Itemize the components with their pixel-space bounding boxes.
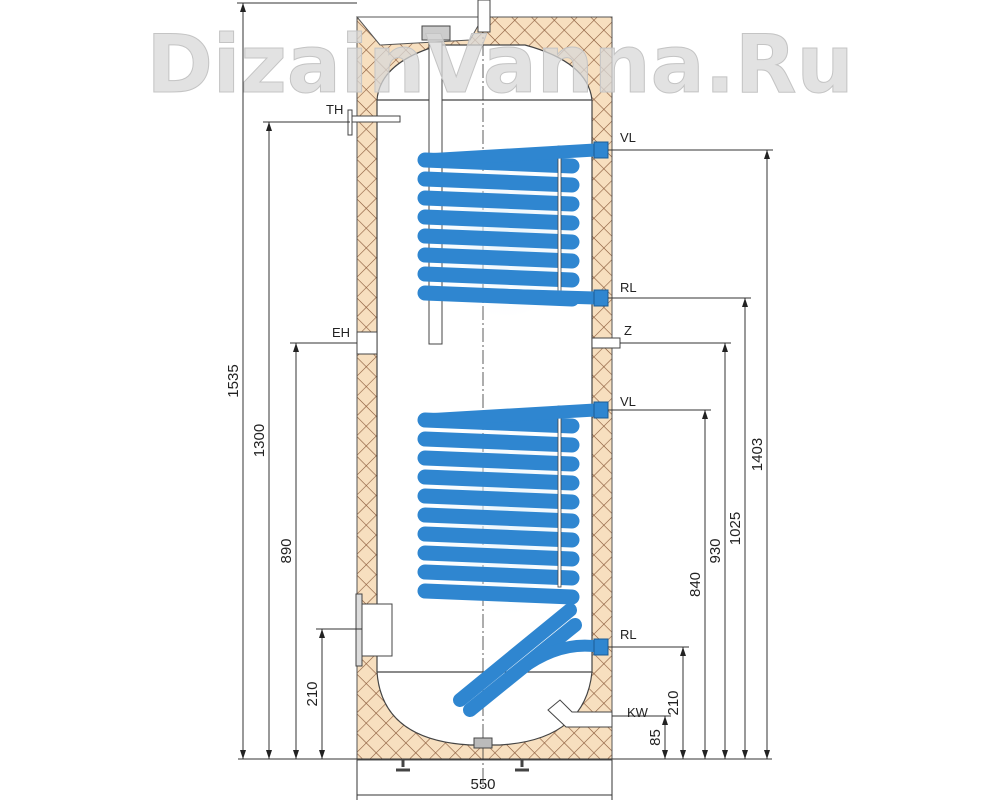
upper-heat-exchanger-coil [417, 141, 609, 317]
coil-outlet [516, 639, 602, 675]
flange-plate [355, 593, 363, 667]
dimension-value: 210 [665, 690, 682, 715]
inlet-connector [593, 401, 609, 419]
coil-support-bar [557, 405, 562, 588]
inspection-flange [361, 603, 393, 657]
coil-leg [453, 603, 577, 707]
coil-turn [417, 545, 580, 567]
dimension-flange-height: 210 [304, 628, 362, 759]
inlet-connector [593, 141, 609, 159]
dimension-value: 1535 [225, 364, 242, 397]
coil-turn [417, 266, 580, 288]
coil-turn [417, 526, 580, 548]
cold-water-pipe [547, 699, 613, 728]
width-dimension: 550 [356, 760, 613, 800]
dimension-value: 930 [707, 538, 724, 563]
foot-left [396, 760, 410, 772]
dimension-value: 210 [304, 681, 321, 706]
dimension-value: 1025 [727, 512, 744, 545]
dimension-total-height: 1535 [225, 2, 357, 759]
label-z: Z [624, 323, 632, 338]
dimension-value: 890 [278, 538, 295, 563]
coil-turn [417, 228, 580, 250]
dimension-value: 1300 [251, 424, 268, 457]
outlet-connector [593, 289, 609, 307]
coil-turn [417, 469, 580, 491]
coil-turn [417, 209, 580, 231]
coil-outlet [424, 286, 596, 305]
label-eh: EH [332, 325, 350, 340]
dimension-vl-upper-height: 1403 [608, 149, 773, 759]
foot-right [515, 760, 529, 772]
coil-support-bar [557, 145, 562, 299]
coil-turn [417, 507, 580, 529]
arrow-icon [662, 716, 668, 759]
label-rl-upper: RL [620, 280, 637, 295]
coil-turn [417, 190, 580, 212]
watermark: DizainVanna.Ru [146, 18, 853, 111]
coil-turn [417, 564, 580, 586]
dimension-rl-lower-height: 210 [608, 646, 689, 759]
electric-heater-port [356, 331, 378, 355]
dimension-th-height: 1300 [251, 121, 350, 759]
lower-heat-exchanger-coil [417, 401, 609, 717]
label-kw: KW [627, 705, 649, 720]
dimension-vl-lower-height: 840 [608, 409, 711, 759]
anode-cap [421, 25, 451, 41]
dimension-value: 840 [687, 572, 704, 597]
dimension-z-height: 930 [620, 342, 731, 759]
label-th: TH [326, 102, 343, 117]
coil-turn [417, 488, 580, 510]
coil-turn [417, 450, 580, 472]
top-outlet [477, 0, 491, 33]
coil-turn [417, 431, 580, 453]
circulation-port [591, 337, 621, 349]
label-rl-lower: RL [620, 627, 637, 642]
dimension-rl-upper-height: 1025 [608, 297, 751, 759]
outlet-connector [593, 638, 609, 656]
drain-nut [473, 737, 493, 749]
coil-inlet [424, 143, 596, 167]
label-vl-upper: VL [620, 130, 636, 145]
dimension-kw-height: 85 [612, 715, 671, 759]
dimension-value: 1403 [749, 438, 766, 471]
dimension-value: 85 [647, 729, 664, 746]
coil-turn [417, 247, 580, 269]
width-value: 550 [470, 776, 495, 793]
coil-turn [417, 171, 580, 193]
label-vl-lower: VL [620, 394, 636, 409]
coil-inlet [424, 403, 596, 427]
coil-turn [417, 583, 580, 605]
dimension-eh-height: 890 [278, 342, 357, 759]
